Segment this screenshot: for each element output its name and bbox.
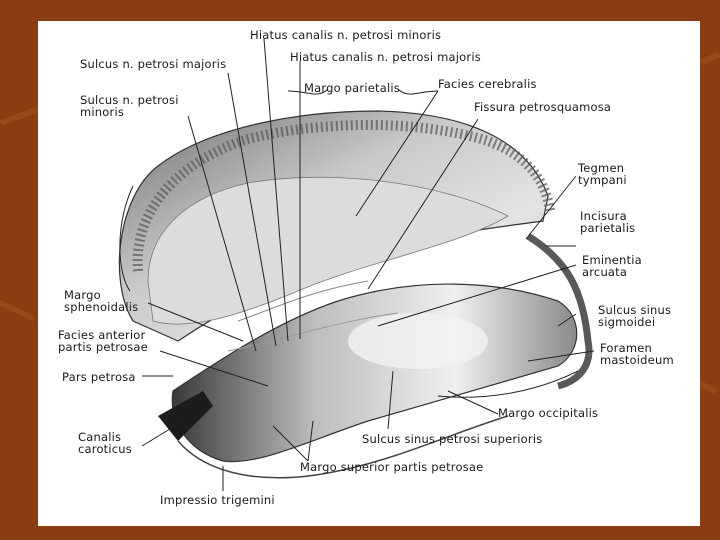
label-incisura-parietalis: Incisura parietalis — [580, 209, 636, 235]
label-fissura-petrosquamosa: Fissura petrosquamosa — [474, 100, 612, 114]
background-streak — [700, 51, 720, 66]
label-margo-occipitalis: Margo occipitalis — [498, 406, 599, 420]
label-sulcus-petrosi-minoris: Sulcus n. petrosi minoris — [80, 93, 179, 119]
label-hiatus-canalis-majoris: Hiatus canalis n. petrosi majoris — [290, 50, 481, 64]
background-streak — [697, 380, 718, 395]
label-margo-sphenoidalis: Margo sphenoidalis — [64, 288, 139, 314]
slide-panel: Hiatus canalis n. petrosi minoris Hiatus… — [38, 21, 700, 526]
background-streak — [0, 106, 40, 126]
label-sulcus-sinus-sigmoidei: Sulcus sinus sigmoidei — [598, 303, 672, 329]
label-impressio-trigemini: Impressio trigemini — [160, 493, 275, 507]
label-pars-petrosa: Pars petrosa — [62, 370, 136, 384]
label-foramen-mastoideum: Foramen mastoideum — [600, 341, 674, 367]
label-facies-anterior-partis-petrosae: Facies anterior partis petrosae — [58, 328, 148, 354]
label-facies-cerebralis: Facies cerebralis — [438, 77, 537, 91]
label-hiatus-canalis-minoris: Hiatus canalis n. petrosi minoris — [250, 28, 442, 42]
label-sulcus-petrosi-majoris: Sulcus n. petrosi majoris — [80, 57, 227, 71]
temporal-bone-illustration — [118, 38, 595, 491]
label-margo-superior-partis-petrosae: Margo superior partis petrosae — [300, 460, 484, 474]
background-streak — [0, 300, 35, 321]
label-eminentia-arcuata: Eminentia arcuata — [582, 253, 642, 279]
label-tegmen-tympani: Tegmen tympani — [578, 161, 627, 187]
label-margo-parietalis: Margo parietalis — [304, 81, 400, 95]
label-canalis-caroticus: Canalis caroticus — [78, 430, 132, 456]
label-sulcus-sinus-petrosi-superioris: Sulcus sinus petrosi superioris — [362, 432, 543, 446]
